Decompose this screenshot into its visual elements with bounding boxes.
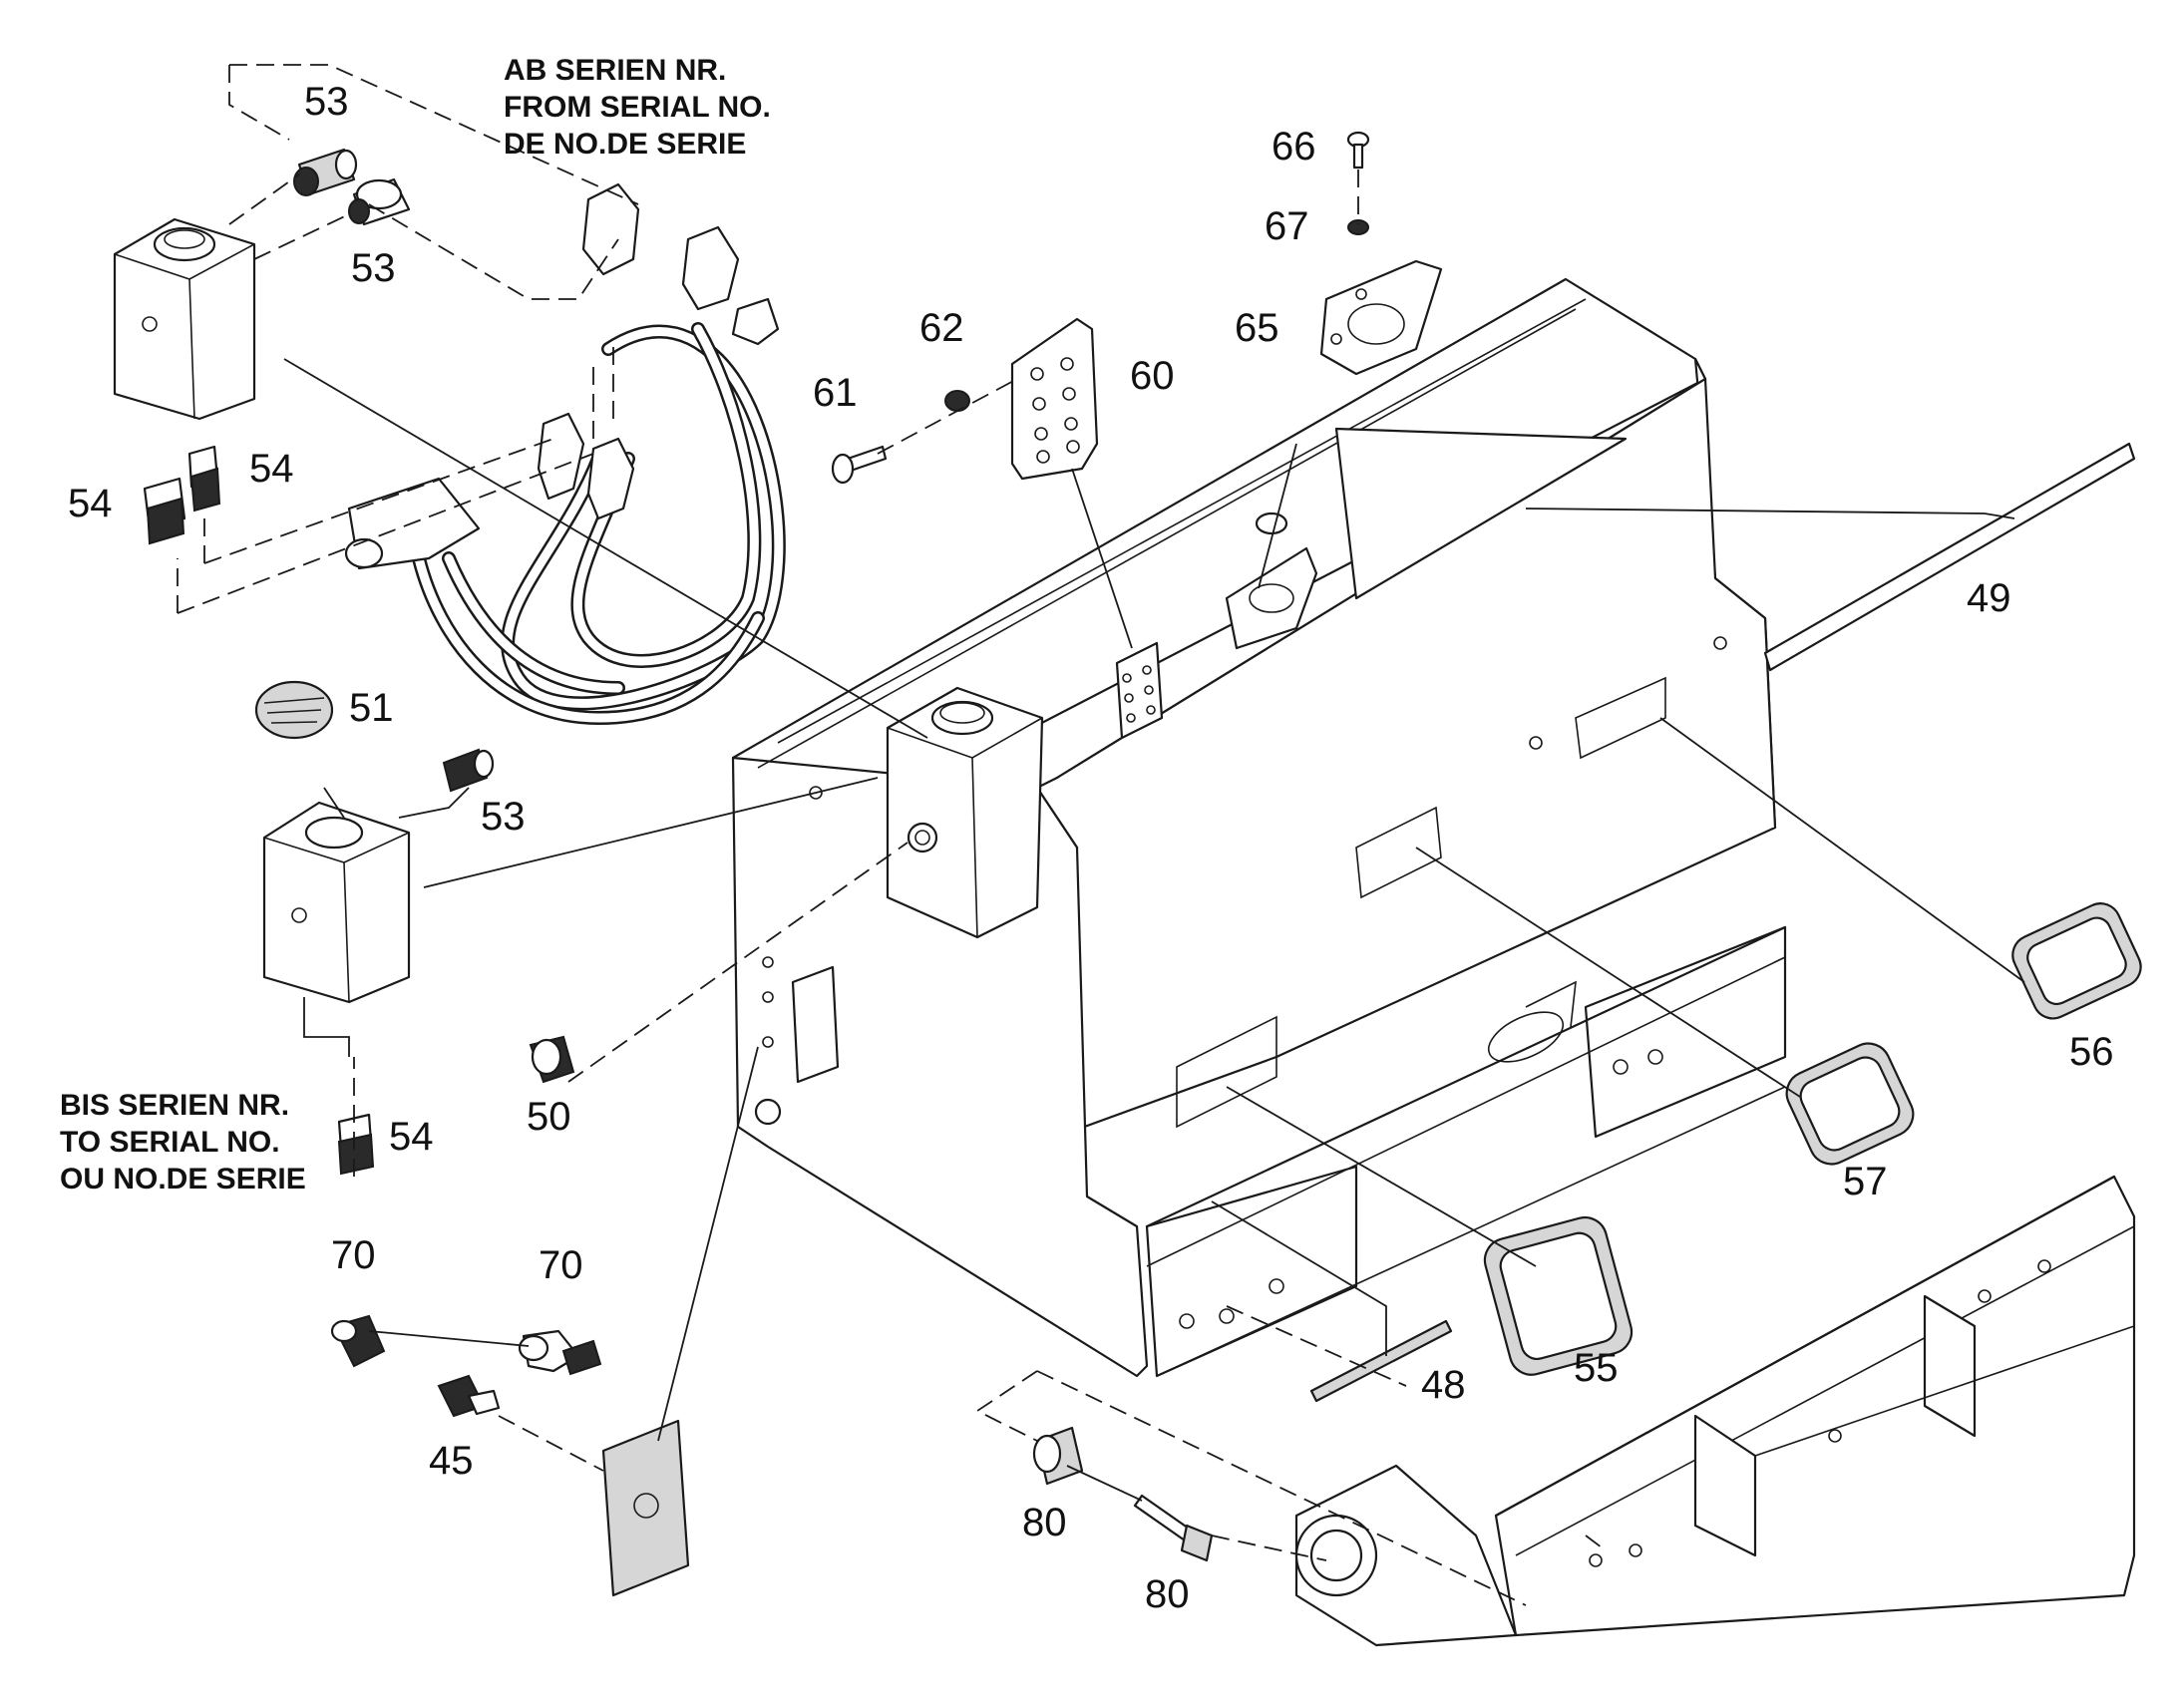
seal-57 [1785,1042,1915,1166]
fitting-70-right [518,1329,602,1376]
callout-49: 49 [1967,576,2011,620]
cap-51 [254,680,334,740]
bushing-80 [1032,1426,1084,1486]
note-line-2: FROM SERIAL NO. [504,91,771,124]
callout-70: 70 [539,1243,583,1287]
callout-53: 53 [304,80,349,124]
callout-50: 50 [527,1095,571,1139]
fitting-45 [437,1374,501,1418]
callout-55: 55 [1574,1346,1619,1390]
from-serial-note: AB SERIEN NR. FROM SERIAL NO. DE NO.DE S… [504,54,771,161]
callout-54: 54 [249,447,294,491]
callout-56: 56 [2069,1030,2114,1074]
to-serial-note: BIS SERIEN NR. TO SERIAL NO. OU NO.DE SE… [60,1089,306,1196]
callout-60: 60 [1130,354,1175,398]
callout-70: 70 [331,1233,376,1277]
callout-48: 48 [1421,1363,1466,1407]
callout-51: 51 [349,686,394,730]
callout-80: 80 [1145,1572,1190,1616]
screw-61 [831,445,888,485]
callout-80: 80 [1022,1501,1067,1544]
main-housing [731,277,1787,1378]
chassis-frame [1294,1175,2136,1647]
tank-block-lower [262,801,411,1004]
small-plate-mounted [791,965,840,1084]
callout-66: 66 [1272,125,1316,169]
callout-65: 65 [1235,306,1279,350]
callout-labels: 53 53 54 54 51 53 54 50 61 62 60 66 67 6… [68,80,2114,1616]
callout-54: 54 [389,1115,434,1159]
fitting-70-left [330,1314,386,1368]
phantom-lines [177,64,1607,1606]
callout-45: 45 [429,1439,474,1483]
note-line-3: OU NO.DE SERIE [60,1163,306,1196]
tank-block-upper [113,217,256,421]
fitting-53-upper-a [293,148,358,196]
plate-mounted [1115,641,1164,740]
seal-56 [2011,902,2142,1020]
strip-48 [1309,1319,1453,1403]
note-line-1: AB SERIEN NR. [504,54,726,87]
plate-60 [1010,317,1099,481]
bolt-80 [1133,1494,1214,1562]
callout-54: 54 [68,482,113,525]
note-line-3: DE NO.DE SERIE [504,128,746,161]
bracket-mounted [1225,512,1318,650]
fitting-54-lower [337,1113,375,1176]
hose-assembly [344,182,786,726]
callout-62: 62 [919,306,964,350]
callout-61: 61 [813,371,858,415]
leader-lines [283,358,2025,1502]
bolt-66 [1346,131,1370,170]
tank-block-mounted [886,686,1044,939]
strip-49 [1763,442,2136,672]
fitting-53-lower [442,748,495,793]
callout-53: 53 [351,246,396,290]
plate-lower [601,1419,690,1597]
fitting-54-right [187,445,221,512]
fitting-53-upper-b [348,177,411,226]
seal-55 [1483,1215,1634,1376]
note-line-2: TO SERIAL NO. [60,1126,280,1159]
callout-53: 53 [481,795,526,839]
note-line-1: BIS SERIEN NR. [60,1089,289,1122]
callout-67: 67 [1265,204,1309,248]
callout-57: 57 [1843,1160,1888,1203]
fitting-54-left [143,477,186,545]
bracket-65 [1319,259,1443,376]
plug-50 [529,1035,575,1084]
washer-62 [944,390,970,412]
washer-67 [1347,219,1369,235]
